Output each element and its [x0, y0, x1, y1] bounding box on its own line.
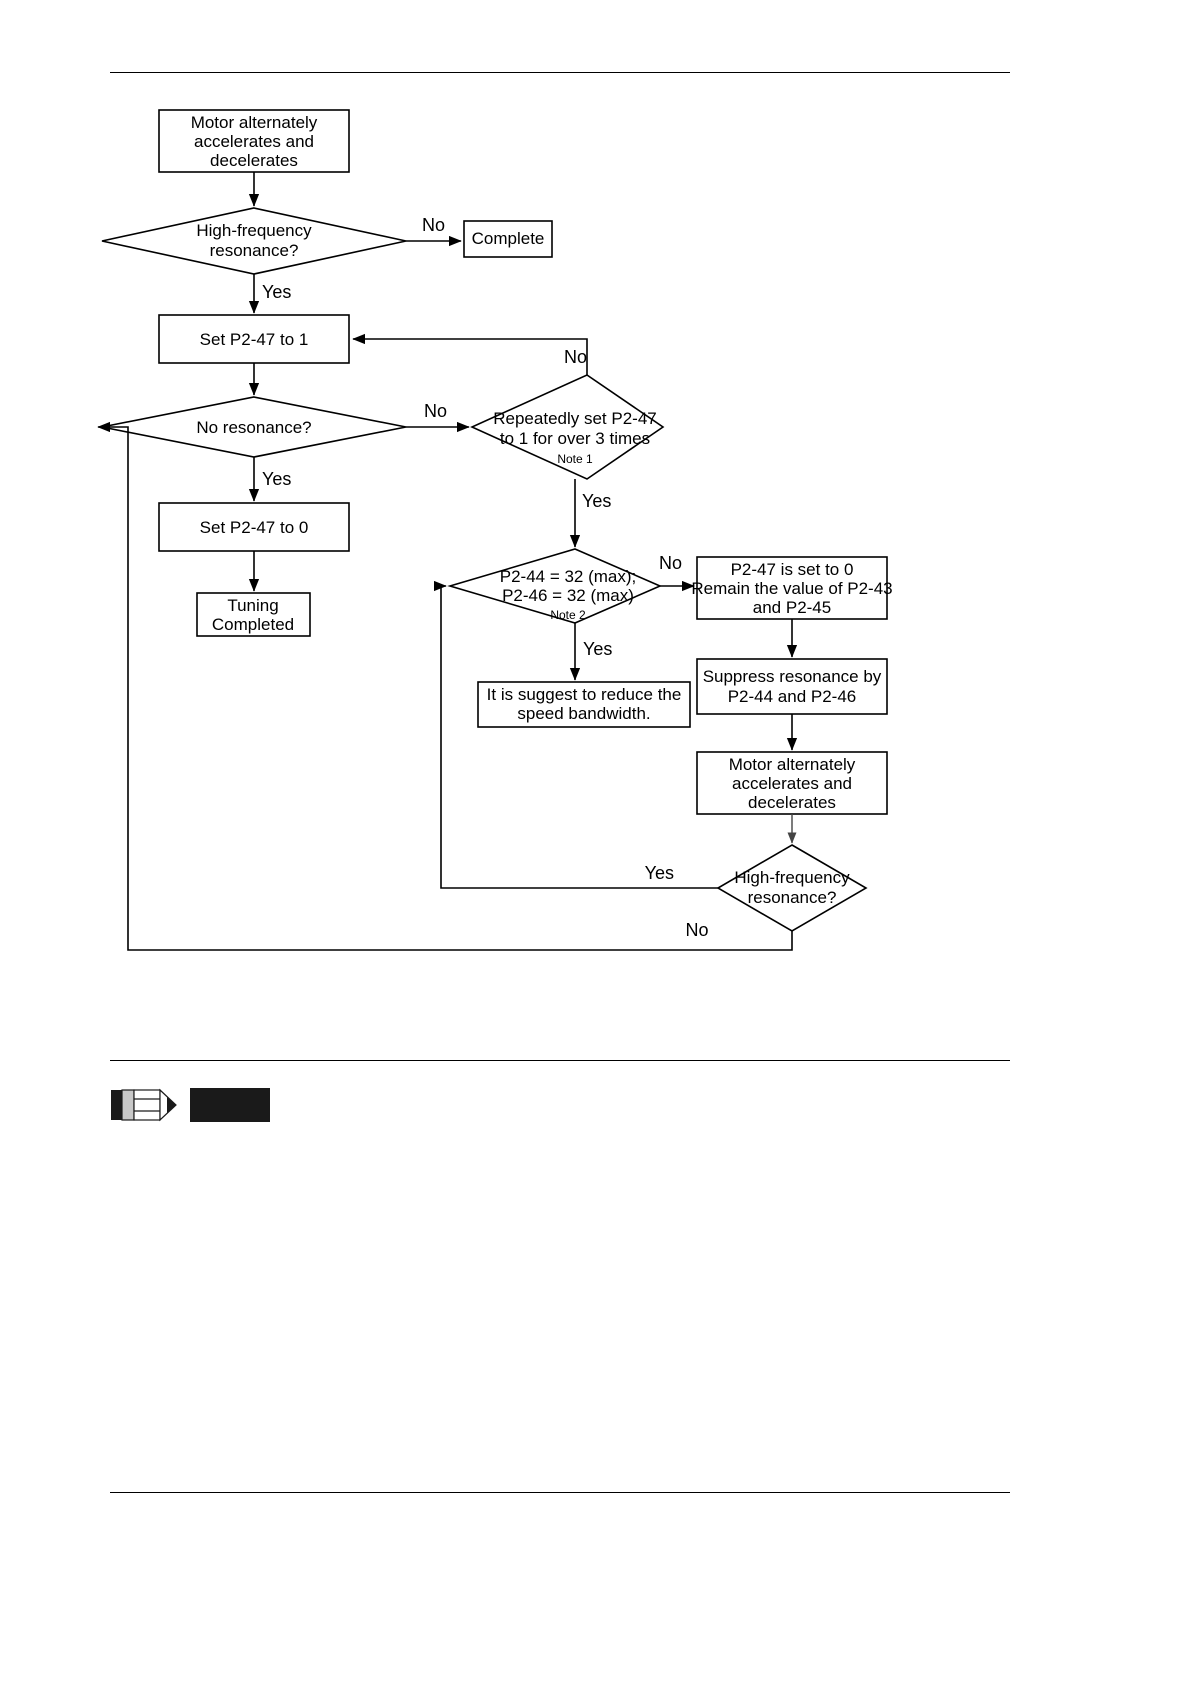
edge-label-repeat-yes: Yes	[582, 491, 611, 511]
node-no-resonance-label: No resonance?	[196, 418, 311, 437]
edge-label-hf1-no: No	[422, 215, 445, 235]
node-start-motor-line2: accelerates and	[194, 132, 314, 151]
node-hf1-line1: High-frequency	[196, 221, 312, 240]
node-tuning-line2: Completed	[212, 615, 294, 634]
node-motor-again[interactable]	[696, 751, 888, 815]
redacted-note-bar	[190, 1088, 270, 1122]
node-remain-line1: P2-47 is set to 0	[731, 560, 854, 579]
node-remain-line3: and P2-45	[753, 598, 831, 617]
node-motor2-line3: decelerates	[748, 793, 836, 812]
node-reduce-line1: It is suggest to reduce the	[487, 685, 682, 704]
node-hf2-line1: High-frequency	[734, 868, 850, 887]
node-reduce-bandwidth[interactable]	[477, 681, 691, 728]
edge-label-p244-yes: Yes	[583, 639, 612, 659]
node-p244-line2: P2-46 = 32 (max)	[502, 586, 634, 605]
edge-label-nores-no: No	[424, 401, 447, 421]
edge-label-p244-no: No	[659, 553, 682, 573]
node-set-p247-1[interactable]	[158, 314, 350, 364]
node-decision-repeat[interactable]	[470, 374, 665, 480]
node-start-motor[interactable]	[158, 109, 350, 173]
node-start-motor-line1: Motor alternately	[191, 113, 318, 132]
edge-hf2-yes	[434, 580, 718, 889]
footer-note-block	[110, 1082, 1010, 1128]
node-suppress-line1: Suppress resonance by	[703, 667, 882, 686]
node-set-p247-1-label: Set P2-47 to 1	[200, 330, 309, 349]
node-set-p247-0-label: Set P2-47 to 0	[200, 518, 309, 537]
edge-label-hf2-yes: Yes	[645, 863, 674, 883]
node-suppress-line2: P2-44 and P2-46	[728, 687, 857, 706]
node-p244-note: Note 2	[550, 608, 586, 622]
pencil-note-icon	[111, 1088, 177, 1122]
edge-label-hf2-no: No	[685, 920, 708, 940]
edge-repeat-no	[352, 333, 588, 375]
node-repeat-line2: to 1 for over 3 times	[500, 429, 650, 448]
section-divider-rule	[110, 1060, 1010, 1061]
flowchart-container: Motor alternately accelerates and decele…	[0, 95, 1000, 965]
node-hf2-line2: resonance?	[748, 888, 837, 907]
header-rule	[110, 72, 1010, 73]
edge-hf2-no	[97, 421, 793, 951]
node-set-p247-0[interactable]	[158, 502, 350, 552]
edge-label-hf1-yes: Yes	[262, 282, 291, 302]
node-tuning-line1: Tuning	[227, 596, 278, 615]
node-repeat-line1: Repeatedly set P2-47	[493, 409, 657, 428]
node-tuning-completed[interactable]	[196, 592, 311, 637]
node-reduce-line2: speed bandwidth.	[517, 704, 650, 723]
node-p244-line1: P2-44 = 32 (max);	[500, 567, 637, 586]
node-motor2-line1: Motor alternately	[729, 755, 856, 774]
node-complete-label: Complete	[472, 229, 545, 248]
node-repeat-note: Note 1	[557, 452, 593, 466]
node-motor2-line2: accelerates and	[732, 774, 852, 793]
footer-rule	[110, 1492, 1010, 1493]
node-complete[interactable]	[463, 220, 553, 258]
node-remain-line2: Remain the value of P2-43	[691, 579, 892, 598]
node-suppress-resonance[interactable]	[696, 658, 888, 715]
node-remain-values[interactable]	[696, 556, 888, 620]
node-hf1-line2: resonance?	[210, 241, 299, 260]
flowchart-svg: Motor alternately accelerates and decele…	[97, 109, 893, 951]
edge-label-nores-yes: Yes	[262, 469, 291, 489]
node-start-motor-line3: decelerates	[210, 151, 298, 170]
edge-label-repeat-no: No	[564, 347, 587, 367]
